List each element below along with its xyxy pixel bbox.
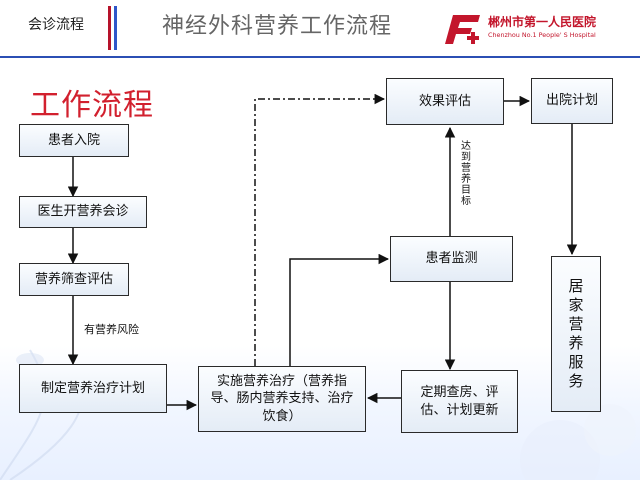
edge-label-reached: 达到营养目标 [461,141,471,207]
node-consult: 医生开营养会诊 [19,196,147,228]
section-title: 工作流程 [30,88,154,123]
node-discharge: 出院计划 [531,78,613,124]
node-plan: 制定营养治疗计划 [19,364,167,413]
header-divider-red [108,6,111,50]
hospital-logo: 郴州市第一人民医院 Chenzhou No.1 People' S Hospit… [444,12,634,46]
node-monitor: 患者监测 [390,236,513,282]
page-title: 神经外科营养工作流程 [162,14,393,39]
hospital-name-en: Chenzhou No.1 People' S Hospital [488,31,596,39]
section-tab[interactable]: 会诊流程 [28,17,84,33]
node-screen: 营养筛查评估 [19,263,129,296]
header-bar: 会诊流程 神经外科营养工作流程 郴州市第一人民医院 Chenzhou No.1 … [0,0,640,56]
hospital-emblem-icon [445,15,480,44]
node-home: 居家营养服务 [551,256,601,412]
node-rounds: 定期查房、评估、计划更新 [401,370,518,433]
hospital-name-cn: 郴州市第一人民医院 [488,15,597,29]
node-home-label: 居家营养服务 [568,277,584,390]
node-evaluate: 效果评估 [386,78,504,125]
node-admit: 患者入院 [19,124,129,157]
edge-label-risk: 有营养风险 [84,323,139,336]
node-implement: 实施营养治疗（营养指导、肠内营养支持、治疗饮食） [198,366,366,432]
dashed-arrow-implement-to-evaluate [254,93,386,366]
header-underline [0,56,640,58]
header-divider-blue [114,6,117,50]
arrow-implement-to-monitor [289,253,390,366]
